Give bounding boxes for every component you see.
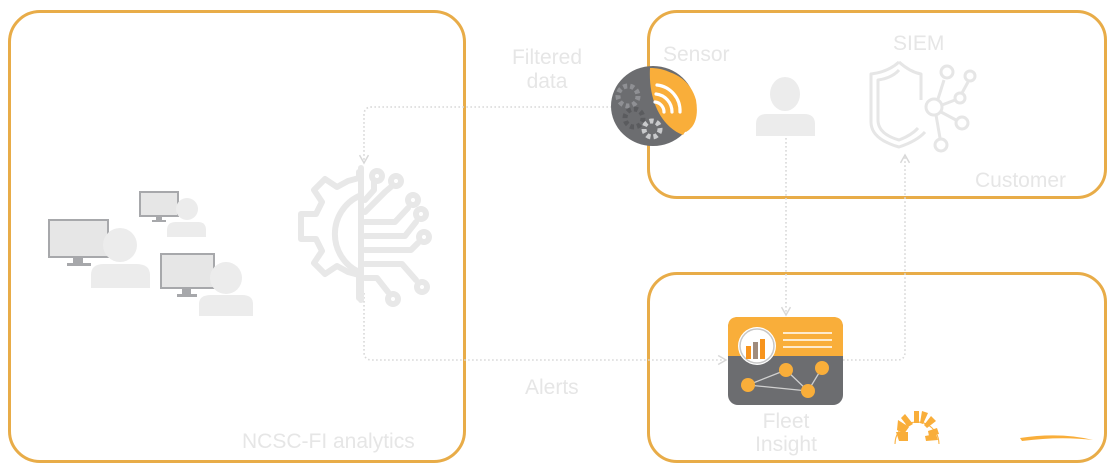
customer-label: Customer — [975, 169, 1067, 192]
filtered-data-label-line1: Filtered — [511, 46, 583, 69]
filtered-data-label: Filtered data — [495, 46, 599, 94]
gear-circuit-icon — [298, 165, 432, 307]
alerts-connector — [363, 293, 728, 366]
fleet-insight-label: Fleet Insight — [740, 410, 832, 456]
siem-label: SIEM — [893, 32, 945, 55]
shield-network-icon — [869, 60, 977, 153]
sensor-gear-wifi-icon — [611, 66, 697, 146]
filtered-data-connector — [358, 106, 612, 165]
analytics-label: NCSC-FI analytics — [242, 430, 415, 453]
fleet-insight-box — [647, 272, 1107, 463]
analytics-box — [8, 10, 466, 463]
analyst-workstation-icon — [48, 191, 253, 316]
brand-swoosh-icon — [1020, 435, 1093, 441]
dashboard-icon — [728, 317, 843, 405]
dashboard-to-siem-connector — [843, 153, 911, 361]
filtered-data-label-line2: data — [526, 70, 568, 93]
sensor-label: Sensor — [663, 43, 730, 66]
alerts-label: Alerts — [525, 376, 579, 399]
fleet-insight-label-line2: Insight — [755, 433, 817, 456]
sunburst-logo-icon — [894, 411, 940, 445]
user-icon — [756, 77, 815, 136]
fleet-insight-label-line1: Fleet — [762, 410, 810, 433]
